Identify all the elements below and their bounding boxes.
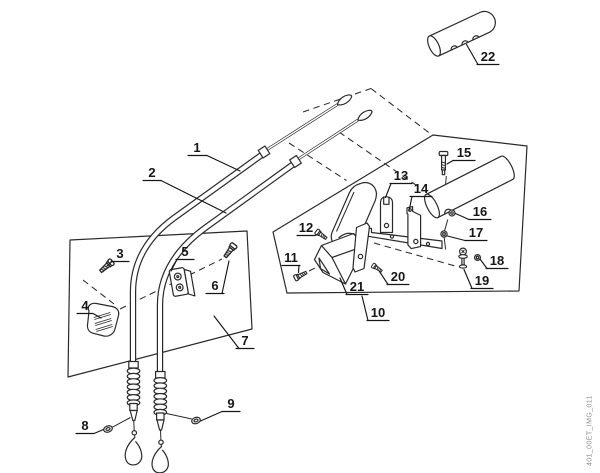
lever-screw-11 — [292, 269, 309, 282]
throttle-lever — [313, 181, 378, 285]
callout-3: 3 — [106, 246, 130, 267]
svg-text:17: 17 — [469, 225, 483, 240]
svg-text:12: 12 — [299, 220, 313, 235]
svg-text:14: 14 — [414, 181, 429, 196]
svg-text:10: 10 — [371, 305, 385, 320]
throttle-cable-1 — [129, 92, 354, 363]
cable-clamp-plate — [168, 267, 196, 297]
callout-6: 6 — [205, 260, 230, 295]
callout-13: 13 — [384, 168, 413, 199]
callout-4: 4 — [76, 298, 102, 319]
svg-text:7: 7 — [241, 333, 248, 348]
svg-text:18: 18 — [490, 253, 504, 268]
mounting-plate — [356, 225, 443, 250]
callout-5: 5 — [170, 244, 195, 272]
latch-bracket — [379, 196, 394, 234]
assembly-lines — [443, 175, 449, 250]
svg-text:3: 3 — [116, 246, 123, 261]
cylinder-nut — [448, 209, 456, 217]
strap-bracket — [406, 206, 422, 250]
callout-18: 18 — [479, 253, 509, 270]
svg-text:21: 21 — [350, 279, 364, 294]
callout-7: 7 — [213, 315, 255, 350]
callout-1: 1 — [187, 140, 241, 172]
svg-text:1: 1 — [193, 140, 200, 155]
cable-1-spring-end — [124, 360, 143, 466]
callout-2: 2 — [142, 165, 227, 214]
callout-8: 8 — [75, 418, 105, 435]
svg-text:15: 15 — [457, 145, 471, 160]
callout-16: 16 — [454, 204, 492, 221]
lever-panel — [272, 134, 528, 294]
callout-14: 14 — [408, 181, 433, 212]
svg-text:16: 16 — [473, 204, 487, 219]
callout-21: 21 — [339, 277, 369, 296]
svg-text:5: 5 — [181, 244, 188, 259]
washer-bolt — [458, 247, 468, 269]
small-nut — [474, 254, 482, 262]
callout-12: 12 — [296, 220, 319, 237]
pivot-cylinder — [424, 155, 515, 219]
callout-15: 15 — [446, 145, 476, 165]
clamp-panel — [67, 230, 253, 378]
svg-text:20: 20 — [391, 269, 405, 284]
clamp-screw-6 — [221, 241, 239, 260]
svg-text:9: 9 — [227, 396, 234, 411]
handle-grip — [427, 10, 496, 57]
svg-text:13: 13 — [394, 168, 408, 183]
svg-text:22: 22 — [481, 49, 495, 64]
svg-text:11: 11 — [284, 250, 298, 265]
svg-text:6: 6 — [211, 278, 218, 293]
cable-2-spring-end — [151, 370, 169, 473]
lever-screw-20 — [370, 262, 384, 274]
svg-text:19: 19 — [475, 273, 489, 288]
pivot-nut — [440, 230, 448, 238]
throttle-cable-2 — [156, 107, 375, 373]
cable-clamp-block — [86, 302, 120, 337]
cable-eyelet-8 — [103, 417, 131, 433]
callout-11: 11 — [281, 250, 301, 274]
callout-20: 20 — [378, 269, 410, 286]
cable-2-end-fitting — [355, 107, 375, 124]
svg-text:2: 2 — [148, 165, 155, 180]
callout-19: 19 — [463, 268, 494, 290]
watermark-text: 401_00ET_IMG_011 — [587, 395, 594, 466]
callout-22: 22 — [465, 43, 500, 66]
svg-text:4: 4 — [81, 298, 89, 313]
callout-17: 17 — [446, 225, 488, 242]
cable-eyelet-9 — [166, 413, 201, 425]
callout-9: 9 — [199, 396, 241, 422]
callout-10: 10 — [361, 295, 390, 322]
svg-text:8: 8 — [81, 418, 88, 433]
pivot-bolt — [438, 150, 449, 176]
